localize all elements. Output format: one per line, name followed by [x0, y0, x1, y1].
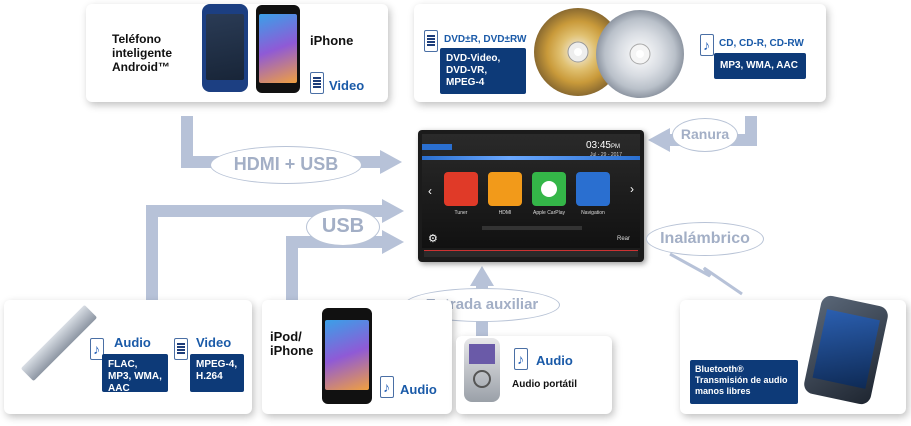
- app-tuner[interactable]: [444, 172, 478, 206]
- prev-arrow[interactable]: ‹: [428, 184, 432, 198]
- music-note-icon: ♪: [700, 34, 714, 56]
- cd-formats-label: CD, CD-R, CD-RW: [719, 38, 804, 49]
- disc-icon: [534, 8, 684, 98]
- film-icon: [424, 30, 438, 52]
- settings-gear-icon[interactable]: ⚙: [428, 233, 438, 245]
- head-unit: 03:45PM Jul - 29 - 2017 ‹ › Tuner HDMI A…: [418, 130, 644, 262]
- bluetooth-line1: Bluetooth®: [695, 364, 744, 374]
- dvd-formats-label: DVD±R, DVD±RW: [444, 34, 527, 45]
- app-carplay-label: Apple CarPlay: [533, 210, 565, 216]
- usb-stick-connector-vertical: [146, 205, 158, 301]
- bluetooth-line2: Transmisión de audio manos libres: [695, 375, 788, 396]
- portable-caption: Audio portátil: [512, 379, 577, 390]
- ipod-arrowhead: [382, 230, 404, 254]
- ipod-box: iPod/ iPhone ♪ Audio: [262, 300, 452, 414]
- iphone-label: iPhone: [310, 33, 354, 48]
- music-note-icon: ♪: [514, 348, 528, 370]
- portable-player-image: [464, 338, 500, 402]
- app-carplay[interactable]: [532, 172, 566, 206]
- iphone-image: [256, 5, 300, 93]
- bluetooth-box: Bluetooth® Transmisión de audio manos li…: [680, 294, 906, 414]
- video-label: Video: [329, 78, 365, 93]
- usb-stick-image: [20, 304, 98, 382]
- android-label: Teléfono inteligente Android™: [112, 32, 173, 74]
- smartphone-box: Teléfono inteligente Android™ iPhone Vid…: [86, 4, 388, 102]
- film-icon: [174, 338, 188, 360]
- hdmi-usb-pill: HDMI + USB: [210, 146, 362, 184]
- ipod-image: [322, 308, 372, 404]
- usb-stick-arrowhead: [382, 199, 404, 223]
- android-phone-image: [202, 4, 248, 92]
- slot-pill: Ranura: [672, 118, 738, 152]
- ipod-connector-vertical: [286, 236, 298, 300]
- cd-codecs-badge: MP3, WMA, AAC: [714, 53, 806, 79]
- next-arrow[interactable]: ›: [630, 182, 634, 196]
- rear-label: Rear: [616, 236, 630, 242]
- hdmi-usb-arrowhead: [380, 150, 402, 174]
- usb-audio-label: Audio: [114, 335, 151, 350]
- portable-audio-box: ♪ Audio Audio portátil: [456, 336, 612, 414]
- date-readout: Jul - 29 - 2017: [590, 152, 622, 158]
- disc-box: DVD±R, DVD±RW DVD-Video, DVD-VR, MPEG-4 …: [414, 4, 826, 102]
- ampm-value: PM: [611, 144, 620, 150]
- wireless-pill: Inalámbrico: [646, 222, 764, 256]
- usb-video-label: Video: [196, 335, 232, 350]
- app-hdmi[interactable]: [488, 172, 522, 206]
- bluetooth-badge: Bluetooth® Transmisión de audio manos li…: [690, 360, 798, 404]
- hdmi-usb-connector-vertical: [181, 116, 193, 168]
- usb-pill: USB: [306, 208, 380, 246]
- ipod-audio-label: Audio: [400, 382, 437, 397]
- ipod-label: iPod/ iPhone: [270, 329, 314, 358]
- usb-audio-formats-badge: FLAC, MP3, WMA, AAC: [102, 354, 168, 394]
- wireless-lightning-icon: [669, 252, 743, 296]
- time-readout: 03:45PM: [586, 140, 620, 151]
- app-navigation[interactable]: [576, 172, 610, 206]
- app-navigation-label: Navigation: [581, 210, 605, 216]
- bluetooth-phone-image: [802, 294, 890, 406]
- app-hdmi-label: HDMI: [498, 210, 512, 216]
- music-note-icon: ♪: [380, 376, 394, 398]
- time-value: 03:45: [585, 140, 611, 151]
- slot-arrowhead: [648, 128, 670, 152]
- portable-audio-label: Audio: [536, 353, 573, 368]
- music-note-icon: ♪: [90, 338, 104, 360]
- usb-video-formats-badge: MPEG-4, H.264: [190, 354, 244, 392]
- dvd-codecs-badge: DVD-Video, DVD-VR, MPEG-4: [440, 48, 526, 94]
- usb-stick-box: ♪ Audio FLAC, MP3, WMA, AAC Video MPEG-4…: [4, 300, 252, 414]
- aux-arrowhead: [470, 266, 494, 286]
- head-unit-screen: 03:45PM Jul - 29 - 2017 ‹ › Tuner HDMI A…: [422, 134, 640, 248]
- app-tuner-label: Tuner: [454, 210, 468, 216]
- film-icon: [310, 72, 324, 94]
